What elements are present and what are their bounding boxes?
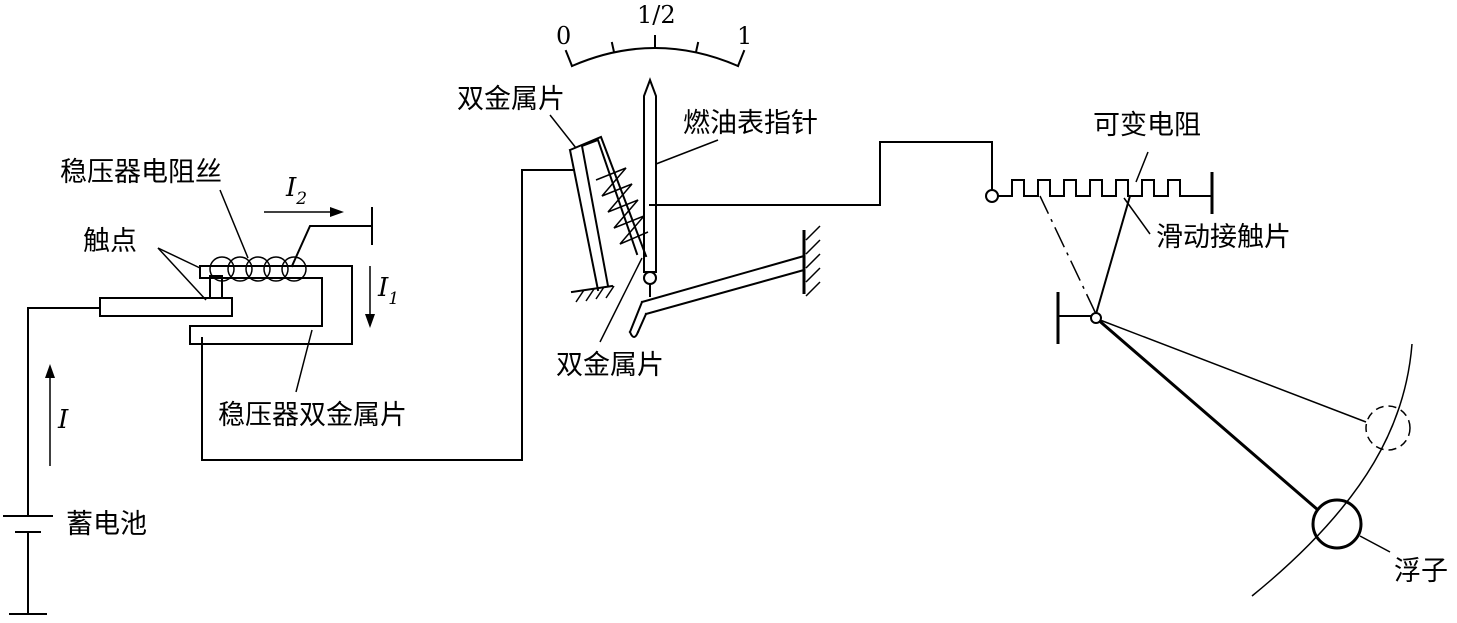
float-travel-arc bbox=[1251, 343, 1413, 597]
scale-label-1: 1 bbox=[737, 22, 752, 50]
label-float: 浮子 bbox=[1394, 556, 1448, 587]
resistor-terminal bbox=[985, 189, 999, 203]
contact-arm bbox=[99, 297, 233, 317]
current-arrows: I I1 I2 bbox=[45, 173, 399, 466]
wire-regulator-to-gauge bbox=[201, 169, 575, 461]
lever-hook bbox=[628, 330, 640, 338]
wall-hatch bbox=[805, 225, 821, 297]
scale-label-0: 0 bbox=[556, 22, 571, 50]
ground-hatch bbox=[575, 285, 615, 303]
current-i-label: I bbox=[57, 405, 69, 435]
current-i1-label: I1 bbox=[377, 273, 399, 309]
wire-pointer-to-resistor bbox=[649, 141, 993, 206]
wire-battery-to-contact bbox=[27, 307, 101, 515]
contact-point bbox=[209, 275, 223, 297]
regulator-bimetal-frame bbox=[189, 265, 353, 345]
current-i2-label: I2 bbox=[285, 173, 307, 209]
label-gauge-pointer: 燃油表指针 bbox=[683, 108, 818, 139]
ground-line bbox=[570, 284, 614, 294]
variable-resistor bbox=[985, 172, 1214, 214]
label-regulator-wire: 稳压器电阻丝 bbox=[60, 157, 222, 188]
lever-arm bbox=[628, 254, 806, 334]
float-arm bbox=[1095, 316, 1319, 512]
bimetal-u-strip bbox=[568, 135, 648, 292]
scale-label-half: 1/2 bbox=[637, 1, 676, 29]
label-regulator-bimetal: 稳压器双金属片 bbox=[218, 400, 407, 431]
label-bimetal-top: 双金属片 bbox=[457, 84, 565, 115]
regulator-resistance-coil bbox=[209, 256, 307, 282]
gauge-scale: 0 1/2 1 bbox=[556, 1, 752, 68]
sliding-contact-arm bbox=[1094, 194, 1132, 316]
wiring bbox=[27, 141, 993, 515]
heating-coil bbox=[595, 167, 649, 245]
float-mechanism bbox=[1039, 194, 1413, 597]
float-pivot bbox=[1090, 312, 1102, 324]
label-contacts: 触点 bbox=[83, 226, 137, 257]
gauge-pointer bbox=[643, 77, 657, 297]
label-bimetal-bottom: 双金属片 bbox=[556, 350, 664, 381]
labels: 双金属片 燃油表指针 可变电阻 稳压器电阻丝 触点 滑动接触片 双金属片 稳压器… bbox=[60, 84, 1448, 587]
float-ball bbox=[1311, 498, 1363, 550]
scale-tick bbox=[610, 41, 616, 54]
label-sliding-contact: 滑动接触片 bbox=[1156, 222, 1291, 253]
leader-lines bbox=[157, 114, 1391, 553]
battery-symbol bbox=[3, 515, 53, 615]
pointer-pivot bbox=[643, 271, 657, 285]
float-arm-alt bbox=[1099, 319, 1367, 423]
label-variable-resistor: 可变电阻 bbox=[1093, 110, 1201, 141]
voltage-regulator bbox=[99, 256, 353, 345]
scale-arc bbox=[570, 47, 740, 68]
scale-tick bbox=[694, 41, 700, 54]
pointer-lever bbox=[628, 225, 821, 338]
wire-coil-end bbox=[290, 207, 373, 268]
pointer-needle bbox=[643, 77, 657, 273]
scale-tick bbox=[736, 49, 746, 68]
sliding-contact-arm-alt bbox=[1039, 195, 1097, 315]
label-battery: 蓄电池 bbox=[66, 509, 147, 540]
scale-tick bbox=[564, 49, 574, 68]
resistor-winding bbox=[997, 179, 1213, 197]
gauge-bimetal-strip bbox=[568, 135, 649, 303]
float-ball-alt bbox=[1365, 405, 1411, 451]
